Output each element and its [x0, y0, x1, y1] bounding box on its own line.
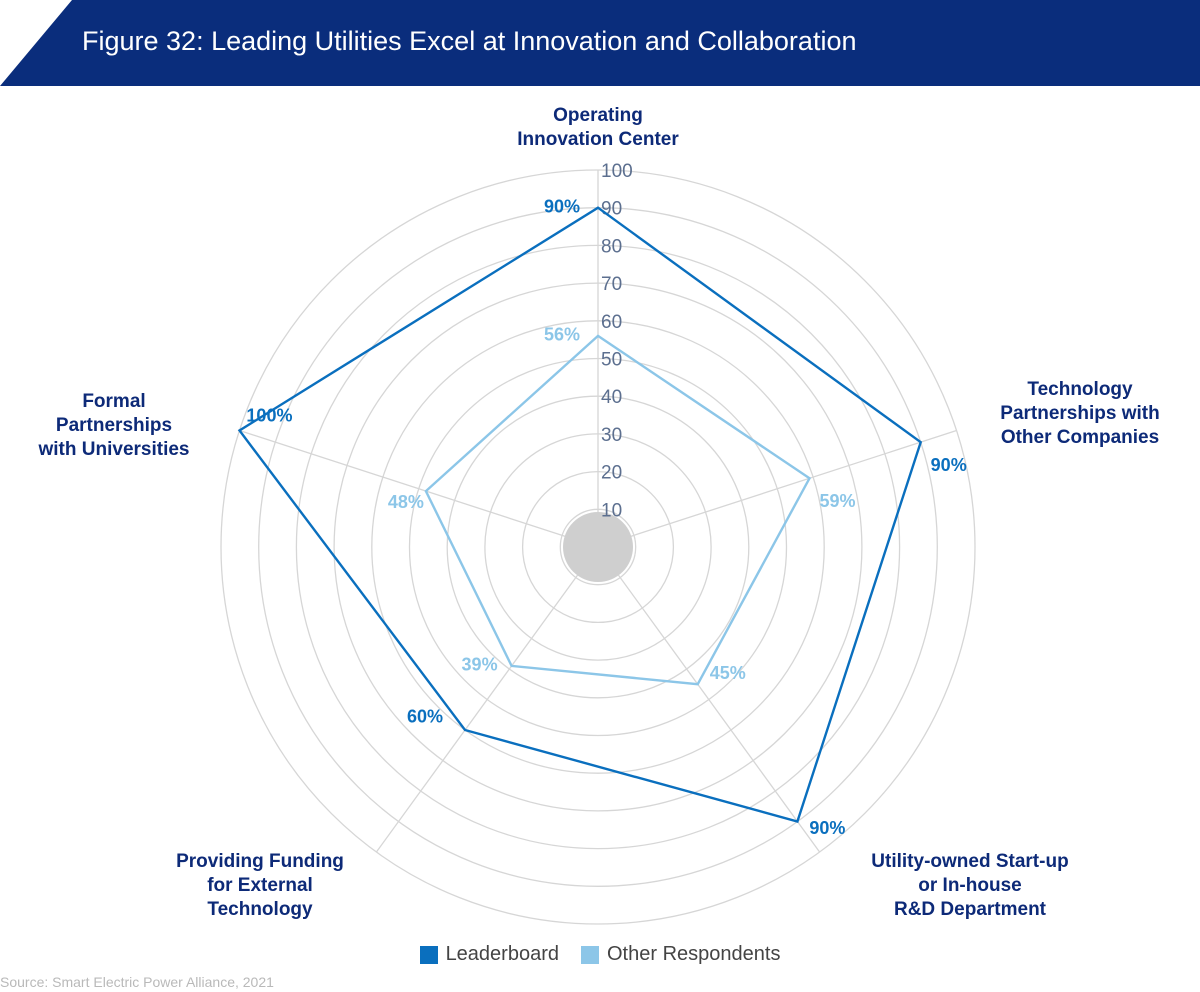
tick-label: 50 — [601, 350, 622, 371]
series-other-respondents — [424, 334, 812, 686]
value-label: 60% — [407, 707, 443, 727]
value-label: 48% — [388, 492, 424, 512]
value-label: 56% — [544, 325, 580, 345]
tick-label: 20 — [601, 463, 622, 484]
legend-item-leaderboard: Leaderboard — [419, 943, 559, 966]
value-label: 90% — [544, 196, 580, 216]
axis-label-2: Utility-owned Start-up or In-house R&D D… — [871, 851, 1069, 920]
spoke-line — [597, 546, 821, 853]
value-label: 90% — [931, 455, 967, 475]
value-label: 39% — [462, 655, 498, 675]
source-note: Source: Smart Electric Power Alliance, 2… — [0, 974, 274, 990]
legend-label-other-respondents: Other Respondents — [607, 943, 781, 965]
spoke-line — [239, 429, 599, 548]
legend-swatch-other-respondents — [581, 945, 599, 964]
tick-label: 60 — [601, 312, 622, 333]
axis-label-4: Formal Partnerships with Universities — [38, 391, 190, 460]
value-label: 90% — [809, 818, 845, 838]
value-label: 59% — [820, 491, 856, 511]
axis-label-1: Technology Partnerships with Other Compa… — [1000, 379, 1160, 448]
chart-title: Figure 32: Leading Utilities Excel at In… — [82, 26, 857, 56]
series-leaderboard — [237, 206, 923, 823]
spoke-line — [597, 429, 957, 548]
value-label: 100% — [246, 405, 292, 425]
tick-label: 80 — [601, 236, 622, 257]
tick-label: 100 — [601, 161, 633, 182]
title-banner-shape — [0, 0, 1200, 86]
title-banner — [0, 0, 1200, 86]
axis-label-3: Providing Funding for External Technolog… — [176, 851, 344, 920]
legend-label-leaderboard: Leaderboard — [445, 943, 559, 965]
spoke-line — [375, 546, 599, 853]
axis-label-0: Operating Innovation Center — [517, 105, 679, 150]
tick-label: 30 — [601, 425, 622, 446]
tick-label: 40 — [601, 387, 622, 408]
tick-label: 70 — [601, 274, 622, 295]
legend: Leaderboard Other Respondents — [0, 943, 1200, 966]
legend-swatch-leaderboard — [419, 945, 438, 964]
tick-label: 10 — [601, 500, 622, 521]
center-disc — [563, 512, 633, 582]
value-label: 45% — [710, 663, 746, 683]
legend-item-other-respondents: Other Respondents — [581, 943, 780, 966]
